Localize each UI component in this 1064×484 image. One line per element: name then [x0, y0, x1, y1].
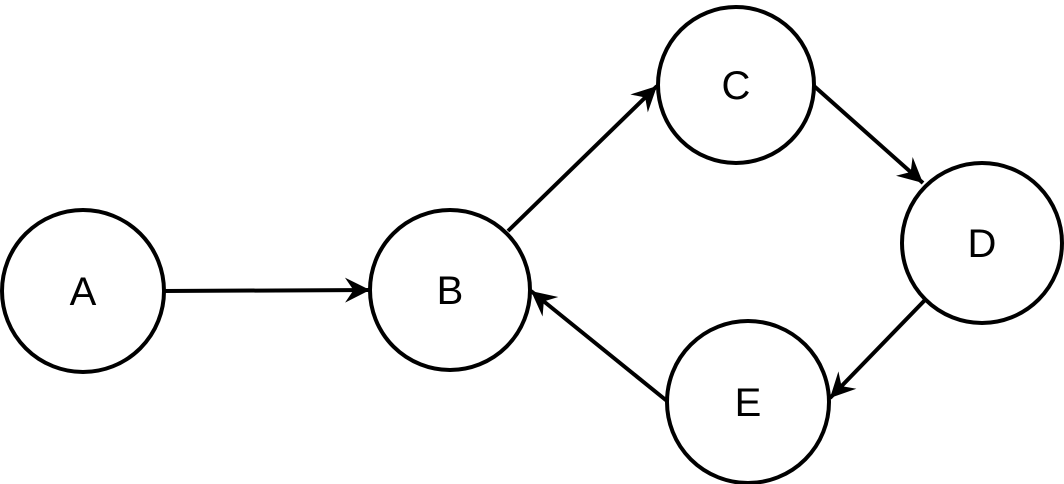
node-A-circle [0, 208, 166, 374]
edge-D-E [828, 298, 927, 400]
node-C-label: C [722, 64, 751, 108]
nodes-layer: A B C D E [0, 5, 1064, 484]
node-D: D [900, 161, 1064, 325]
edges-layer [163, 84, 927, 403]
node-C: C [656, 5, 816, 165]
edge-B-C [506, 84, 659, 233]
node-B: B [368, 208, 532, 372]
edge-A-B [163, 277, 371, 303]
node-A-label: A [70, 270, 97, 314]
node-B-label: B [437, 269, 464, 313]
node-E-circle [665, 319, 831, 484]
node-D-circle [900, 161, 1064, 325]
node-B-circle [368, 208, 532, 372]
node-A: A [0, 208, 166, 374]
node-E-label: E [735, 381, 762, 425]
edge-C-D [812, 84, 925, 185]
edge-E-B [529, 289, 669, 403]
node-C-circle [656, 5, 816, 165]
node-D-label: D [968, 222, 997, 266]
node-E: E [665, 319, 831, 484]
